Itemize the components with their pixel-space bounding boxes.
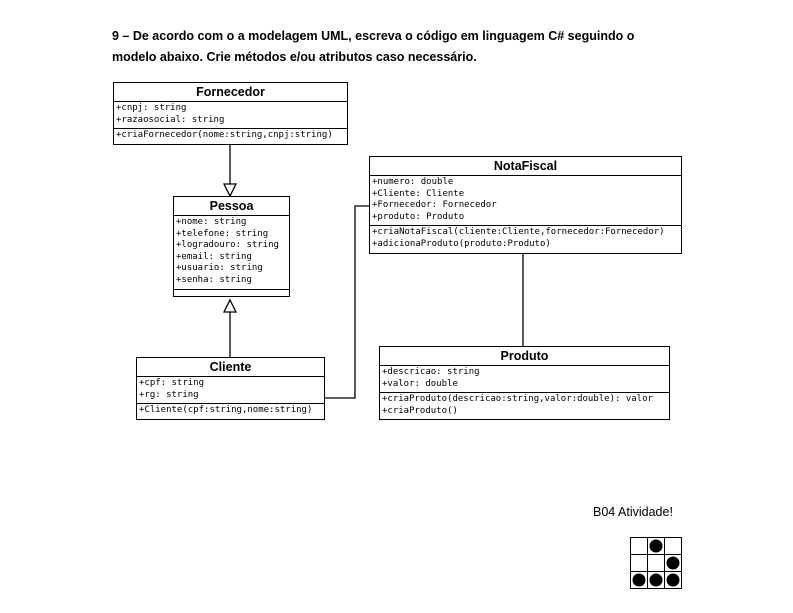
class-notafiscal: NotaFiscal +numero: double +Cliente: Cli… — [369, 156, 682, 254]
grid-cell — [630, 554, 648, 572]
grid-cell — [630, 537, 648, 555]
grid-dot — [632, 573, 646, 587]
grid-cell — [647, 554, 665, 572]
notafiscal-method: +criaNotaFiscal(cliente:Cliente,forneced… — [372, 227, 665, 238]
class-notafiscal-methods: +criaNotaFiscal(cliente:Cliente,forneced… — [370, 226, 681, 252]
notafiscal-attribute: +Fornecedor: Fornecedor — [372, 200, 497, 211]
pessoa-attribute: +telefone: string — [176, 228, 269, 239]
cliente-notafiscal-link — [325, 205, 370, 399]
notafiscal-attribute: +numero: double — [372, 177, 454, 187]
class-cliente: Cliente +cpf: string +rg: string +Client… — [136, 357, 325, 420]
notafiscal-method: +adicionaProduto(produto:Produto) — [372, 238, 551, 249]
glider-dot-grid-icon — [630, 537, 682, 589]
fornecedor-pessoa-arrowhead — [222, 183, 238, 198]
cliente-attribute: +cpf: string — [139, 378, 205, 388]
pessoa-attribute: +logradouro: string — [176, 240, 279, 251]
class-notafiscal-attributes: +numero: double +Cliente: Cliente +Forne… — [370, 176, 681, 227]
class-pessoa-attributes: +nome: string +telefone: string +logrado… — [174, 216, 289, 290]
class-notafiscal-name: NotaFiscal — [370, 157, 681, 176]
question-text: 9 – De acordo com o a modelagem UML, esc… — [112, 26, 712, 68]
class-produto: Produto +descricao: string +valor: doubl… — [379, 346, 670, 421]
class-fornecedor-methods: +criaFornecedor(nome:string,cnpj:string) — [114, 129, 347, 144]
class-produto-name: Produto — [380, 347, 669, 366]
question-line-1: 9 – De acordo com o a modelagem UML, esc… — [112, 29, 635, 43]
produto-attribute: +descricao: string — [382, 367, 480, 377]
class-produto-methods: +criaProduto(descricao:string,valor:doub… — [380, 393, 669, 419]
class-cliente-name: Cliente — [137, 358, 324, 377]
grid-cell — [664, 537, 682, 555]
notafiscal-attribute: +produto: Produto — [372, 211, 465, 222]
fornecedor-attribute: +razaosocial: string — [116, 114, 225, 125]
grid-dot — [666, 556, 680, 570]
grid-dot — [649, 573, 663, 587]
activity-label: B04 Atividade! — [593, 505, 673, 519]
cliente-attribute: +rg: string — [139, 389, 199, 400]
class-pessoa-name: Pessoa — [174, 197, 289, 216]
notafiscal-attribute: +Cliente: Cliente — [372, 188, 465, 199]
question-line-2: modelo abaixo. Crie métodos e/ou atribut… — [112, 50, 477, 64]
pessoa-attribute: +email: string — [176, 251, 252, 262]
grid-dot — [649, 539, 663, 553]
class-fornecedor: Fornecedor +cnpj: string +razaosocial: s… — [113, 82, 348, 145]
produto-method: +criaProduto() — [382, 405, 458, 416]
grid-dot — [666, 573, 680, 587]
produto-method: +criaProduto(descricao:string,valor:doub… — [382, 394, 653, 405]
class-fornecedor-attributes: +cnpj: string +razaosocial: string — [114, 102, 347, 130]
class-pessoa: Pessoa +nome: string +telefone: string +… — [173, 196, 290, 297]
class-fornecedor-name: Fornecedor — [114, 83, 347, 102]
pessoa-attribute: +usuario: string — [176, 263, 263, 274]
class-produto-attributes: +descricao: string +valor: double — [380, 366, 669, 394]
fornecedor-attribute: +cnpj: string — [116, 103, 187, 113]
class-cliente-methods: +Cliente(cpf:string,nome:string) — [137, 404, 324, 419]
pessoa-attribute: +nome: string — [176, 217, 247, 227]
pessoa-attribute: +senha: string — [176, 274, 252, 285]
class-cliente-attributes: +cpf: string +rg: string — [137, 377, 324, 405]
cliente-method: +Cliente(cpf:string,nome:string) — [139, 405, 313, 416]
class-pessoa-methods — [174, 290, 289, 296]
fornecedor-method: +criaFornecedor(nome:string,cnpj:string) — [116, 130, 333, 141]
produto-attribute: +valor: double — [382, 378, 458, 389]
cliente-pessoa-arrowhead — [222, 298, 238, 313]
